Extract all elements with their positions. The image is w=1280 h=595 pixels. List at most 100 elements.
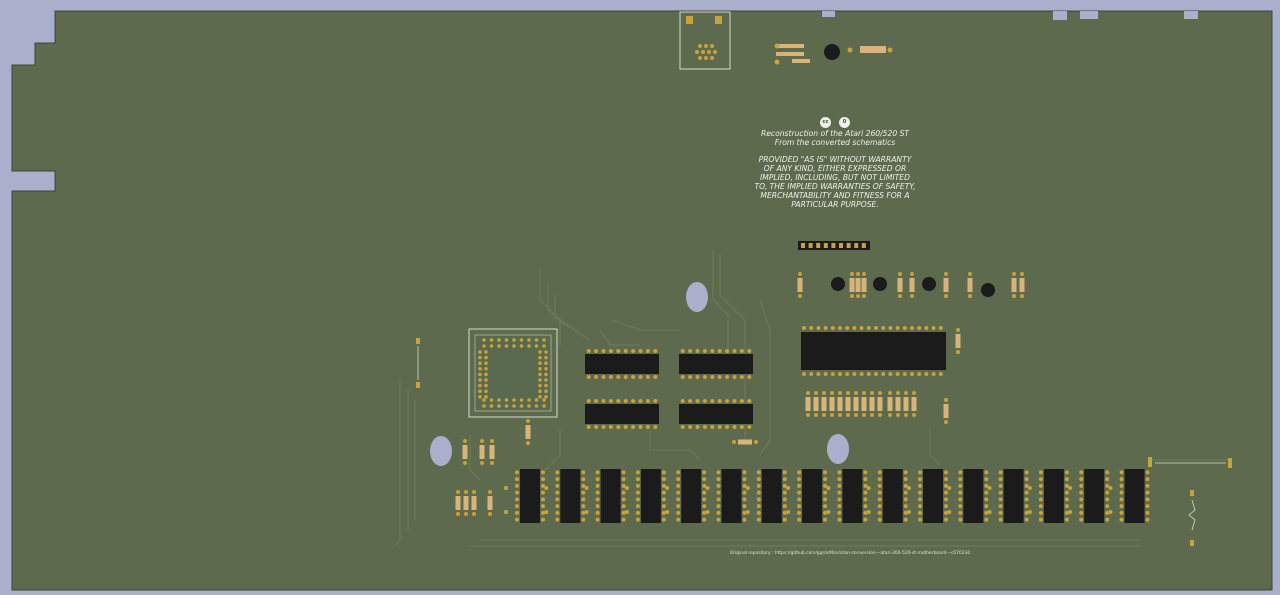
board-notch [1080, 11, 1098, 19]
capacitor-pad [826, 510, 831, 514]
resistor [525, 419, 531, 445]
dip-chip [716, 469, 747, 523]
right-edge-components [416, 338, 1232, 546]
mounting-hole [686, 282, 708, 312]
capacitor-pad [826, 486, 831, 490]
resistor [877, 391, 883, 417]
resistor [489, 439, 495, 465]
capacitor-pad [987, 510, 992, 514]
capacitor-pad [624, 510, 629, 514]
resistor [853, 391, 859, 417]
capacitor-pad [866, 510, 871, 514]
resistor [943, 398, 949, 424]
dip-chip [585, 349, 659, 379]
resistor [861, 272, 867, 298]
capacitor-pad [745, 510, 750, 514]
capacitor-pad [1108, 486, 1113, 490]
license-line: TO, THE IMPLIED WARRANTIES OF SAFETY, [754, 182, 916, 191]
dip-chip [515, 469, 545, 523]
capacitor-pad [1027, 510, 1032, 514]
pin-header [798, 241, 870, 250]
top-connector [679, 11, 731, 70]
dip-chip [837, 469, 868, 523]
resistor [463, 490, 469, 516]
plcc-socket [468, 328, 558, 418]
subtitle-line: From the converted schematics [774, 138, 896, 147]
dip-chip [797, 469, 828, 523]
capacitor-pad [866, 486, 871, 490]
resistor [805, 391, 811, 417]
large-dip-chip [801, 326, 946, 376]
dip-chip [1119, 469, 1150, 523]
repository-note: Original repository : https://github.com… [729, 551, 971, 556]
capacitor-pad [1108, 510, 1113, 514]
resistor [869, 391, 875, 417]
resistor [903, 391, 909, 417]
resistor [1019, 272, 1025, 298]
resistor [837, 391, 843, 417]
resistor [943, 272, 949, 298]
dip-chip-group [585, 349, 753, 429]
capacitor-pad [584, 510, 589, 514]
capacitor-pad [665, 486, 670, 490]
resistor [897, 272, 903, 298]
copper-traces [394, 250, 1230, 547]
transistor [831, 277, 845, 291]
capacitor-pad [1068, 510, 1073, 514]
resistor [732, 439, 758, 445]
dip-chip [877, 469, 908, 523]
capacitor-pad [544, 510, 549, 514]
resistor [845, 391, 851, 417]
resistor [911, 391, 917, 417]
transistor [981, 283, 995, 297]
resistor [829, 391, 835, 417]
capacitor-pad [504, 486, 508, 490]
dip-chip [555, 469, 586, 523]
capacitor-pad [624, 486, 629, 490]
mounting-hole [430, 436, 452, 466]
dip-chip [1079, 469, 1110, 523]
silkscreen-title-block: Reconstruction of the Atari 260/520 ST F… [700, 129, 970, 209]
dip-chip [1038, 469, 1069, 523]
capacitor-pad [745, 486, 750, 490]
resistor [821, 391, 827, 417]
dip-chip [676, 469, 707, 523]
dip-chip [635, 469, 666, 523]
capacitor-pad [786, 510, 791, 514]
capacitor-pad [544, 486, 549, 490]
capacitor-pad [1068, 486, 1073, 490]
resistor [887, 391, 893, 417]
license-line: PARTICULAR PURPOSE. [791, 200, 879, 209]
dip-chip [595, 469, 626, 523]
transistor [922, 277, 936, 291]
capacitor-pad [584, 486, 589, 490]
resistor [955, 328, 961, 354]
title-line: Reconstruction of the Atari 260/520 ST [760, 129, 910, 138]
top-components [774, 43, 893, 65]
resistor [479, 439, 485, 465]
capacitor-pad [665, 510, 670, 514]
resistor [861, 391, 867, 417]
resistor [849, 272, 855, 298]
transistor [873, 277, 887, 291]
resistor [813, 391, 819, 417]
board-notch [1184, 11, 1198, 19]
license-line: MERCHANTABILITY AND FITNESS FOR A [760, 191, 910, 200]
dip-chip [679, 399, 753, 429]
capacitor-pad [786, 486, 791, 490]
resistor [909, 272, 915, 298]
dip-chip [998, 469, 1029, 523]
dip-chip [756, 469, 787, 523]
resistor [797, 272, 803, 298]
dip-chip [585, 399, 659, 429]
board-notch [1053, 11, 1067, 20]
resistor [855, 272, 861, 298]
resistor [895, 391, 901, 417]
board-notch [822, 11, 835, 17]
resistor-transistor-cluster [797, 272, 1025, 424]
resistor [462, 439, 468, 465]
dip-chip [958, 469, 989, 523]
capacitor-pad [705, 510, 710, 514]
mounting-hole [827, 434, 849, 464]
